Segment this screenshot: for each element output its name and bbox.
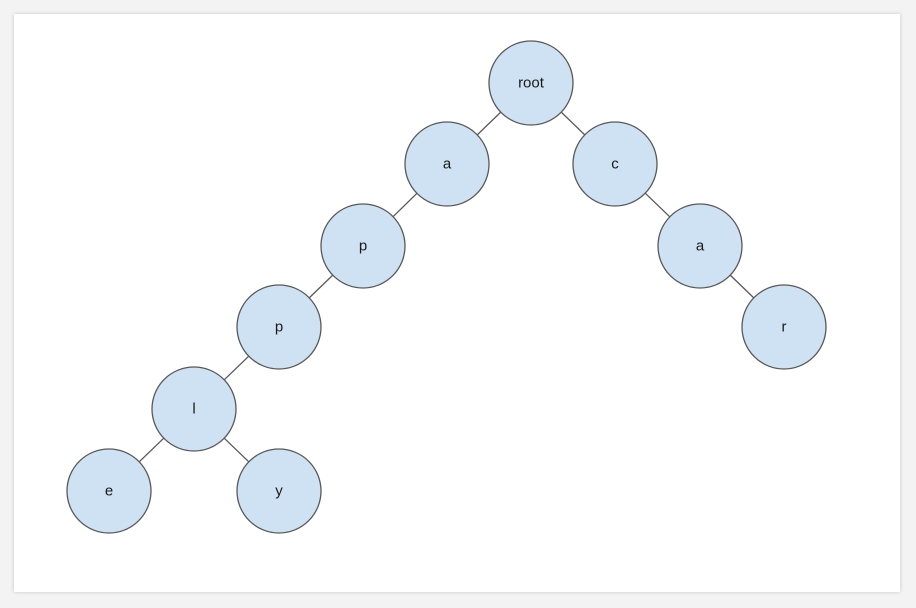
node-label: l: [192, 401, 195, 418]
node-e: e: [66, 448, 152, 534]
node-label: a: [443, 156, 452, 173]
edge-p2-l: [223, 355, 250, 381]
node-circle: [741, 284, 827, 370]
edge-a2-r: [729, 274, 755, 299]
node-l: l: [151, 366, 237, 452]
node-root: root: [488, 40, 574, 126]
node-p2: p: [236, 284, 322, 370]
nodes-layer: root a p p l e y c a r: [66, 40, 827, 534]
node-label: c: [611, 156, 619, 173]
node-label: e: [105, 483, 113, 500]
edge-l-y: [223, 437, 250, 463]
node-circle: [657, 203, 743, 289]
edge-l-e: [138, 437, 165, 463]
node-label: y: [275, 483, 283, 500]
edge-p1-p2: [308, 274, 334, 299]
edge-a1-p1: [392, 192, 418, 218]
node-p1: p: [320, 203, 406, 289]
node-circle: [488, 40, 574, 126]
node-circle: [151, 366, 237, 452]
edge-c-a2: [644, 192, 671, 218]
node-label: a: [696, 238, 705, 255]
node-label: root: [518, 75, 545, 92]
node-circle: [320, 203, 406, 289]
node-circle: [404, 121, 490, 207]
edge-root-c: [560, 111, 586, 136]
node-c: c: [572, 121, 658, 207]
node-circle: [236, 284, 322, 370]
node-a1: a: [404, 121, 490, 207]
node-circle: [572, 121, 658, 207]
node-circle: [236, 448, 322, 534]
edges-layer: [138, 111, 755, 463]
node-label: p: [359, 238, 367, 255]
node-circle: [66, 448, 152, 534]
node-label: r: [782, 319, 787, 336]
node-y: y: [236, 448, 322, 534]
node-r: r: [741, 284, 827, 370]
node-label: p: [275, 319, 283, 336]
edge-root-a1: [476, 111, 502, 136]
node-a2: a: [657, 203, 743, 289]
